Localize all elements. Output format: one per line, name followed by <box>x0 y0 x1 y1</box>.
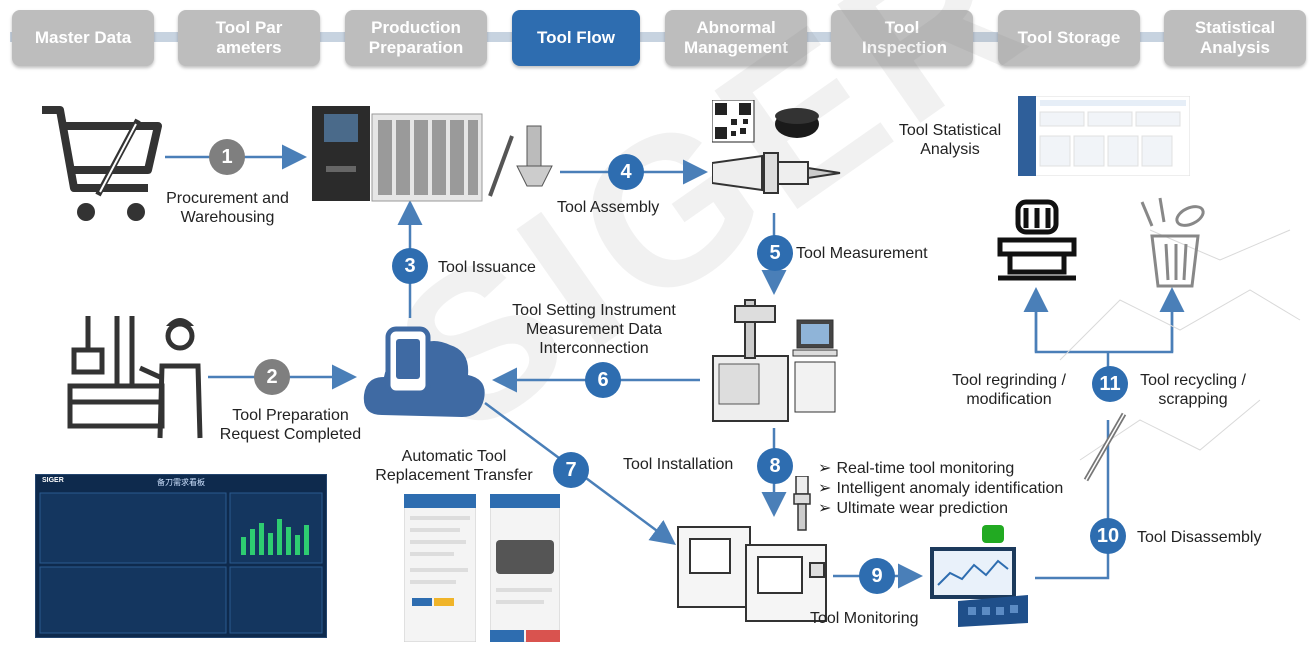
feature-item: ➢ Real-time tool monitoring <box>818 460 1015 477</box>
step-11-label: Tool regrinding / modification <box>952 372 1066 408</box>
qr-code-and-chip-image <box>712 100 819 143</box>
step-4-badge: 4 <box>608 154 644 190</box>
step-2-badge: 2 <box>254 359 290 395</box>
dashboard-title: 备刀需求看板 <box>157 478 205 487</box>
step-10-badge: 10 <box>1090 518 1126 554</box>
tab-tool-parameters[interactable]: Tool Par ameters <box>178 10 320 66</box>
tool-presetter-image <box>712 299 838 422</box>
step-9-label: Tool Monitoring <box>810 610 919 627</box>
tab-tool-inspection[interactable]: Tool Inspection <box>831 10 973 66</box>
regrinding-machine-icon <box>997 199 1077 281</box>
process-tab-bar: Master Data Tool Par ameters Production … <box>0 0 1316 70</box>
recycling-label: Tool recycling / scrapping <box>1140 372 1246 408</box>
statistics-screenshot-image <box>1018 96 1190 176</box>
step-4-label: Tool Assembly <box>557 199 660 216</box>
step-5-label: Tool Measurement <box>796 245 928 262</box>
drill-bit-icon <box>1083 412 1127 482</box>
tab-abnormal-management[interactable]: Abnormal Management <box>665 10 807 66</box>
step-9-badge: 9 <box>859 558 895 594</box>
tool-cabinet-image <box>312 106 553 202</box>
step-10-label: Tool Disassembly <box>1137 529 1262 546</box>
step-3-label: Tool Issuance <box>438 259 536 276</box>
feature-item: ➢ Ultimate wear prediction <box>818 500 1009 517</box>
step-1-label: Procurement and Warehousing <box>166 190 289 226</box>
step-11-badge: 11 <box>1092 366 1128 402</box>
cutting-tool-icon <box>793 476 811 531</box>
bullet-arrow-icon: ➢ <box>818 480 832 497</box>
step-7-label: Automatic Tool Replacement Transfer <box>375 448 533 484</box>
tab-statistical-analysis[interactable]: Statistical Analysis <box>1164 10 1306 66</box>
statistical-analysis-label: Tool Statistical Analysis <box>898 122 1002 158</box>
bullet-arrow-icon: ➢ <box>818 460 832 477</box>
step-1-badge: 1 <box>209 139 245 175</box>
tool-holder-image <box>712 152 841 194</box>
step-2-label: Tool Preparation Request Completed <box>219 407 362 443</box>
step-6-badge: 6 <box>585 362 621 398</box>
monitoring-device-image <box>930 525 1028 627</box>
tab-tool-flow[interactable]: Tool Flow <box>512 10 640 66</box>
recycling-bin-icon <box>1140 197 1205 288</box>
step-6-label: Tool Setting Instrument Measurement Data… <box>512 302 676 357</box>
step-8-badge: 8 <box>757 448 793 484</box>
mobile-app-screenshot-image <box>404 494 476 642</box>
arrow-disassembly-line <box>1035 420 1110 580</box>
tab-track <box>10 32 1306 42</box>
step-3-badge: 3 <box>392 248 428 284</box>
step-8-label: Tool Installation <box>623 456 734 473</box>
tab-tool-storage[interactable]: Tool Storage <box>998 10 1140 66</box>
feature-item: ➢ Intelligent anomaly identification <box>818 480 1064 497</box>
bullet-arrow-icon: ➢ <box>818 500 832 517</box>
factory-worker-icon <box>67 316 203 439</box>
dashboard-brand: SIGER <box>42 477 64 484</box>
cnc-machine-image <box>677 526 827 622</box>
branch-regrind-recycle <box>1034 290 1174 354</box>
mobile-alert-screenshot-image <box>490 494 560 642</box>
cloud-platform-icon <box>363 326 485 417</box>
shopping-cart-icon <box>42 106 162 221</box>
dashboard-panels <box>39 492 323 634</box>
step-5-badge: 5 <box>757 235 793 271</box>
step-7-badge: 7 <box>553 452 589 488</box>
tab-production-preparation[interactable]: Production Preparation <box>345 10 487 66</box>
monitoring-features-list: ➢ Real-time tool monitoring ➢ Intelligen… <box>818 459 1063 519</box>
dashboard-screenshot-image: SIGER 备刀需求看板 <box>35 474 327 638</box>
tab-master-data[interactable]: Master Data <box>12 10 154 66</box>
